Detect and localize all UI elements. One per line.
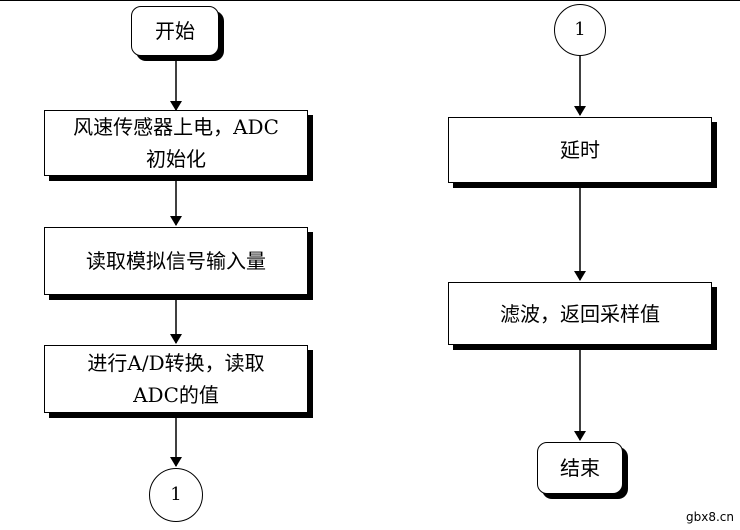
top-border-line [0,0,740,1]
connector-in-label: 1 [574,19,586,40]
end-node: 结束 [537,442,623,494]
filter-return-label: 滤波，返回采样值 [500,301,660,326]
read-analog-input-box: 读取模拟信号输入量 [44,227,308,295]
delay-label: 延时 [560,138,600,162]
watermark-text: gbx8.cn [686,510,734,524]
ad-convert-box: 进行A/D转换，读取 ADC的值 [44,345,308,413]
start-node: 开始 [131,6,219,56]
power-on-init-box: 风速传感器上电，ADC 初始化 [44,110,308,176]
ad-convert-label: 进行A/D转换，读取 ADC的值 [87,351,265,407]
power-on-init-label: 风速传感器上电，ADC 初始化 [73,115,279,171]
delay-box: 延时 [448,117,712,183]
read-analog-input-label: 读取模拟信号输入量 [86,249,266,273]
connector-out-label: 1 [170,484,182,505]
connector-out-node: 1 [149,468,203,522]
connector-in-node: 1 [554,4,606,56]
filter-return-box: 滤波，返回采样值 [448,282,712,345]
start-label: 开始 [155,19,195,43]
end-label: 结束 [560,456,600,480]
